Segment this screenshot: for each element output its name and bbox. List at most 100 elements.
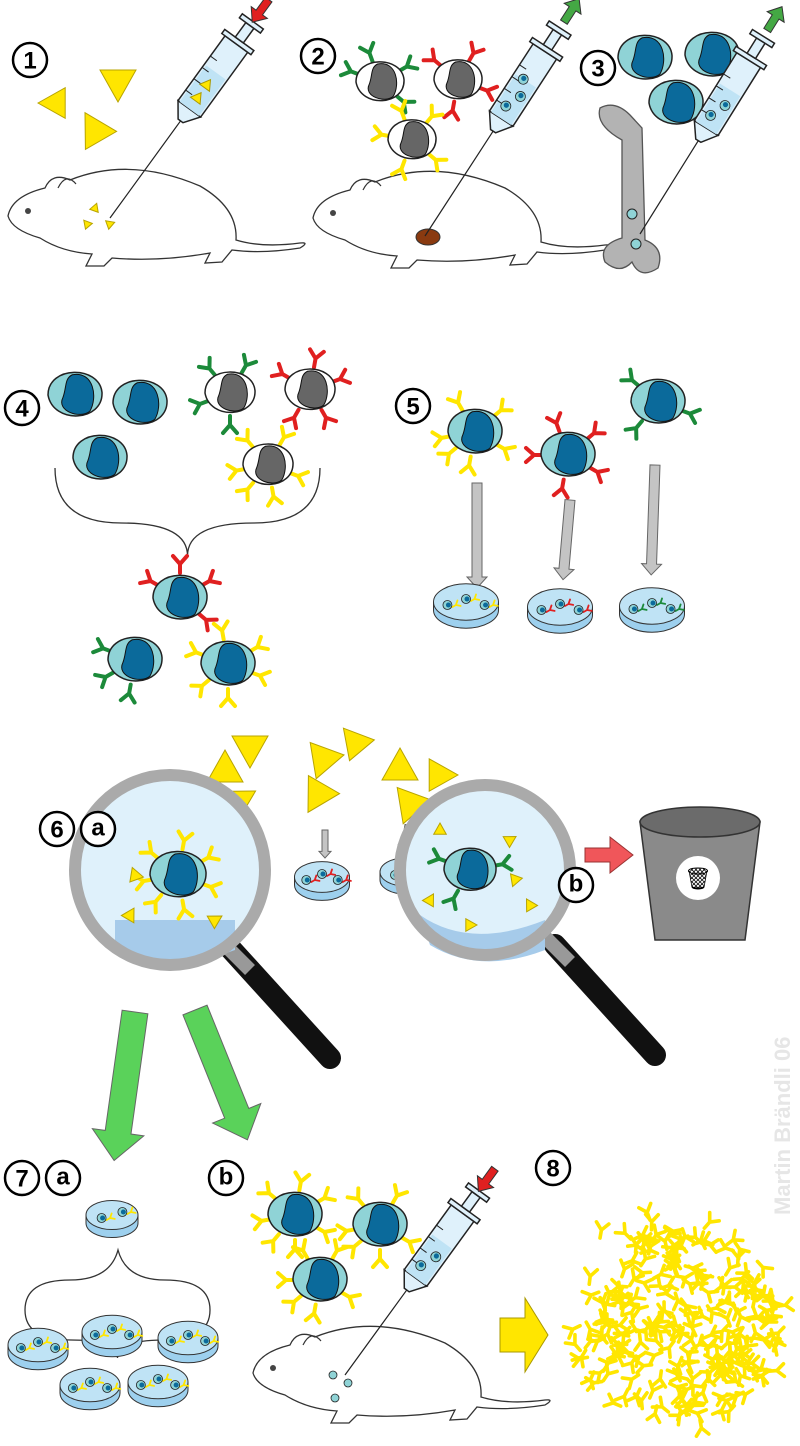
- antibody-icon: [545, 411, 563, 434]
- step-7b-label: b: [207, 1159, 245, 1197]
- antibody-icon: [551, 477, 570, 500]
- antibody-shape: [399, 1235, 422, 1255]
- antibody-icon: [358, 40, 376, 64]
- colony-nucleus: [669, 606, 675, 612]
- antibody-icon: [669, 1233, 690, 1250]
- antibody-icon: [738, 1352, 755, 1373]
- cell-nucleus: [166, 576, 200, 618]
- colony-nucleus: [93, 1332, 99, 1338]
- antibody-icon: [585, 420, 607, 441]
- triangle-shape: [525, 898, 539, 913]
- triangle-shape: [83, 219, 94, 231]
- antibody-shape: [723, 1344, 742, 1365]
- antibody-shape: [619, 1258, 635, 1279]
- antigen-triangle: [381, 746, 419, 781]
- antibody-icon: [94, 1376, 105, 1385]
- colony-nucleus: [139, 1382, 145, 1388]
- antibody-icon: [745, 1305, 766, 1322]
- arrow-shape: [559, 0, 582, 26]
- antibody-icon: [256, 1180, 278, 1201]
- antibody-icon: [174, 1335, 185, 1344]
- antibody-shape: [488, 599, 499, 608]
- antibody-icon: [442, 99, 461, 122]
- antibody-shape: [725, 1228, 745, 1247]
- mouse-eye: [270, 1365, 276, 1371]
- antibody-shape: [647, 1379, 664, 1400]
- antibody-shape: [345, 1186, 366, 1208]
- antibody-icon: [633, 1332, 650, 1352]
- arrow-shape: [552, 499, 576, 581]
- trash-icon: 🗑: [684, 867, 712, 892]
- cell-nucleus: [86, 436, 120, 478]
- transfer-arrow: [465, 482, 489, 589]
- antibody-icon: [647, 1379, 664, 1400]
- antibody-icon: [619, 1258, 635, 1279]
- antibody-icon: [620, 1292, 641, 1310]
- b-cell: [338, 40, 420, 115]
- antibody-icon: [682, 1321, 703, 1338]
- cell-nucleus: [367, 63, 397, 100]
- antibody-shape: [319, 407, 339, 431]
- selection-arrow: [182, 1004, 262, 1141]
- mouse: [312, 170, 611, 269]
- antibody-shape: [310, 874, 321, 883]
- petri-dish: [127, 1364, 190, 1408]
- antibody-shape: [585, 420, 607, 441]
- antibody-shape: [675, 1397, 694, 1417]
- antibody-shape: [260, 1232, 281, 1254]
- antibody-icon: [303, 1302, 322, 1325]
- petri-dish: [85, 1199, 139, 1239]
- antibody-shape: [293, 1170, 312, 1193]
- arrow-shape: [763, 6, 785, 34]
- antibody-shape: [602, 1392, 623, 1408]
- cell: [648, 79, 704, 125]
- antibody-shape: [583, 1266, 600, 1287]
- antigen-triangle: [502, 835, 517, 849]
- cell-nucleus: [503, 102, 509, 108]
- colony-nucleus: [320, 871, 326, 877]
- antibody-icon: [144, 1379, 155, 1388]
- antibody-icon: [281, 1294, 303, 1315]
- antibody-icon: [492, 397, 514, 418]
- antibody-shape: [458, 454, 477, 477]
- antibody-shape: [561, 1323, 582, 1340]
- antibody-shape: [371, 1248, 389, 1269]
- withdraw-arrow: [559, 0, 582, 26]
- step-8-label: 8: [534, 1149, 572, 1187]
- triangle-shape: [509, 873, 524, 888]
- hybridoma-cell: [524, 411, 610, 500]
- antibody-icon: [623, 419, 644, 441]
- syringe-needle: [639, 140, 699, 235]
- antibody-icon: [656, 597, 667, 606]
- antigen-triangle: [231, 735, 269, 770]
- transfer-arrow: [552, 499, 576, 581]
- syringe-needle: [424, 130, 494, 237]
- antigen-triangle: [525, 898, 539, 913]
- antibody-icon: [179, 1379, 190, 1388]
- antibody-icon: [59, 1342, 70, 1351]
- colony-nucleus: [558, 601, 564, 607]
- antibody-shape: [668, 1408, 688, 1427]
- step-number: 2: [311, 44, 324, 71]
- mouse-ear: [57, 178, 77, 189]
- antibody-icon: [651, 1369, 668, 1389]
- antibody-shape: [674, 603, 685, 612]
- withdraw-arrow: [763, 6, 785, 34]
- antibody-shape: [545, 411, 563, 434]
- hybridoma-cell: [132, 829, 223, 921]
- antibody-icon: [341, 874, 352, 883]
- antibody-icon: [421, 47, 444, 68]
- antibody-icon: [330, 1238, 350, 1261]
- colony-nucleus: [186, 1332, 192, 1338]
- antibody-icon: [133, 1329, 144, 1338]
- arrow-shape: [317, 829, 333, 859]
- petri-dish: [527, 588, 593, 634]
- cell-nucleus: [445, 61, 475, 98]
- antibody-icon: [725, 1228, 745, 1247]
- antigen-triangle: [465, 917, 479, 933]
- syringe-tick: [210, 55, 218, 62]
- antibody-shape: [755, 1259, 775, 1279]
- syringe-needle: [344, 1289, 408, 1376]
- antibody-icon: [390, 1183, 410, 1206]
